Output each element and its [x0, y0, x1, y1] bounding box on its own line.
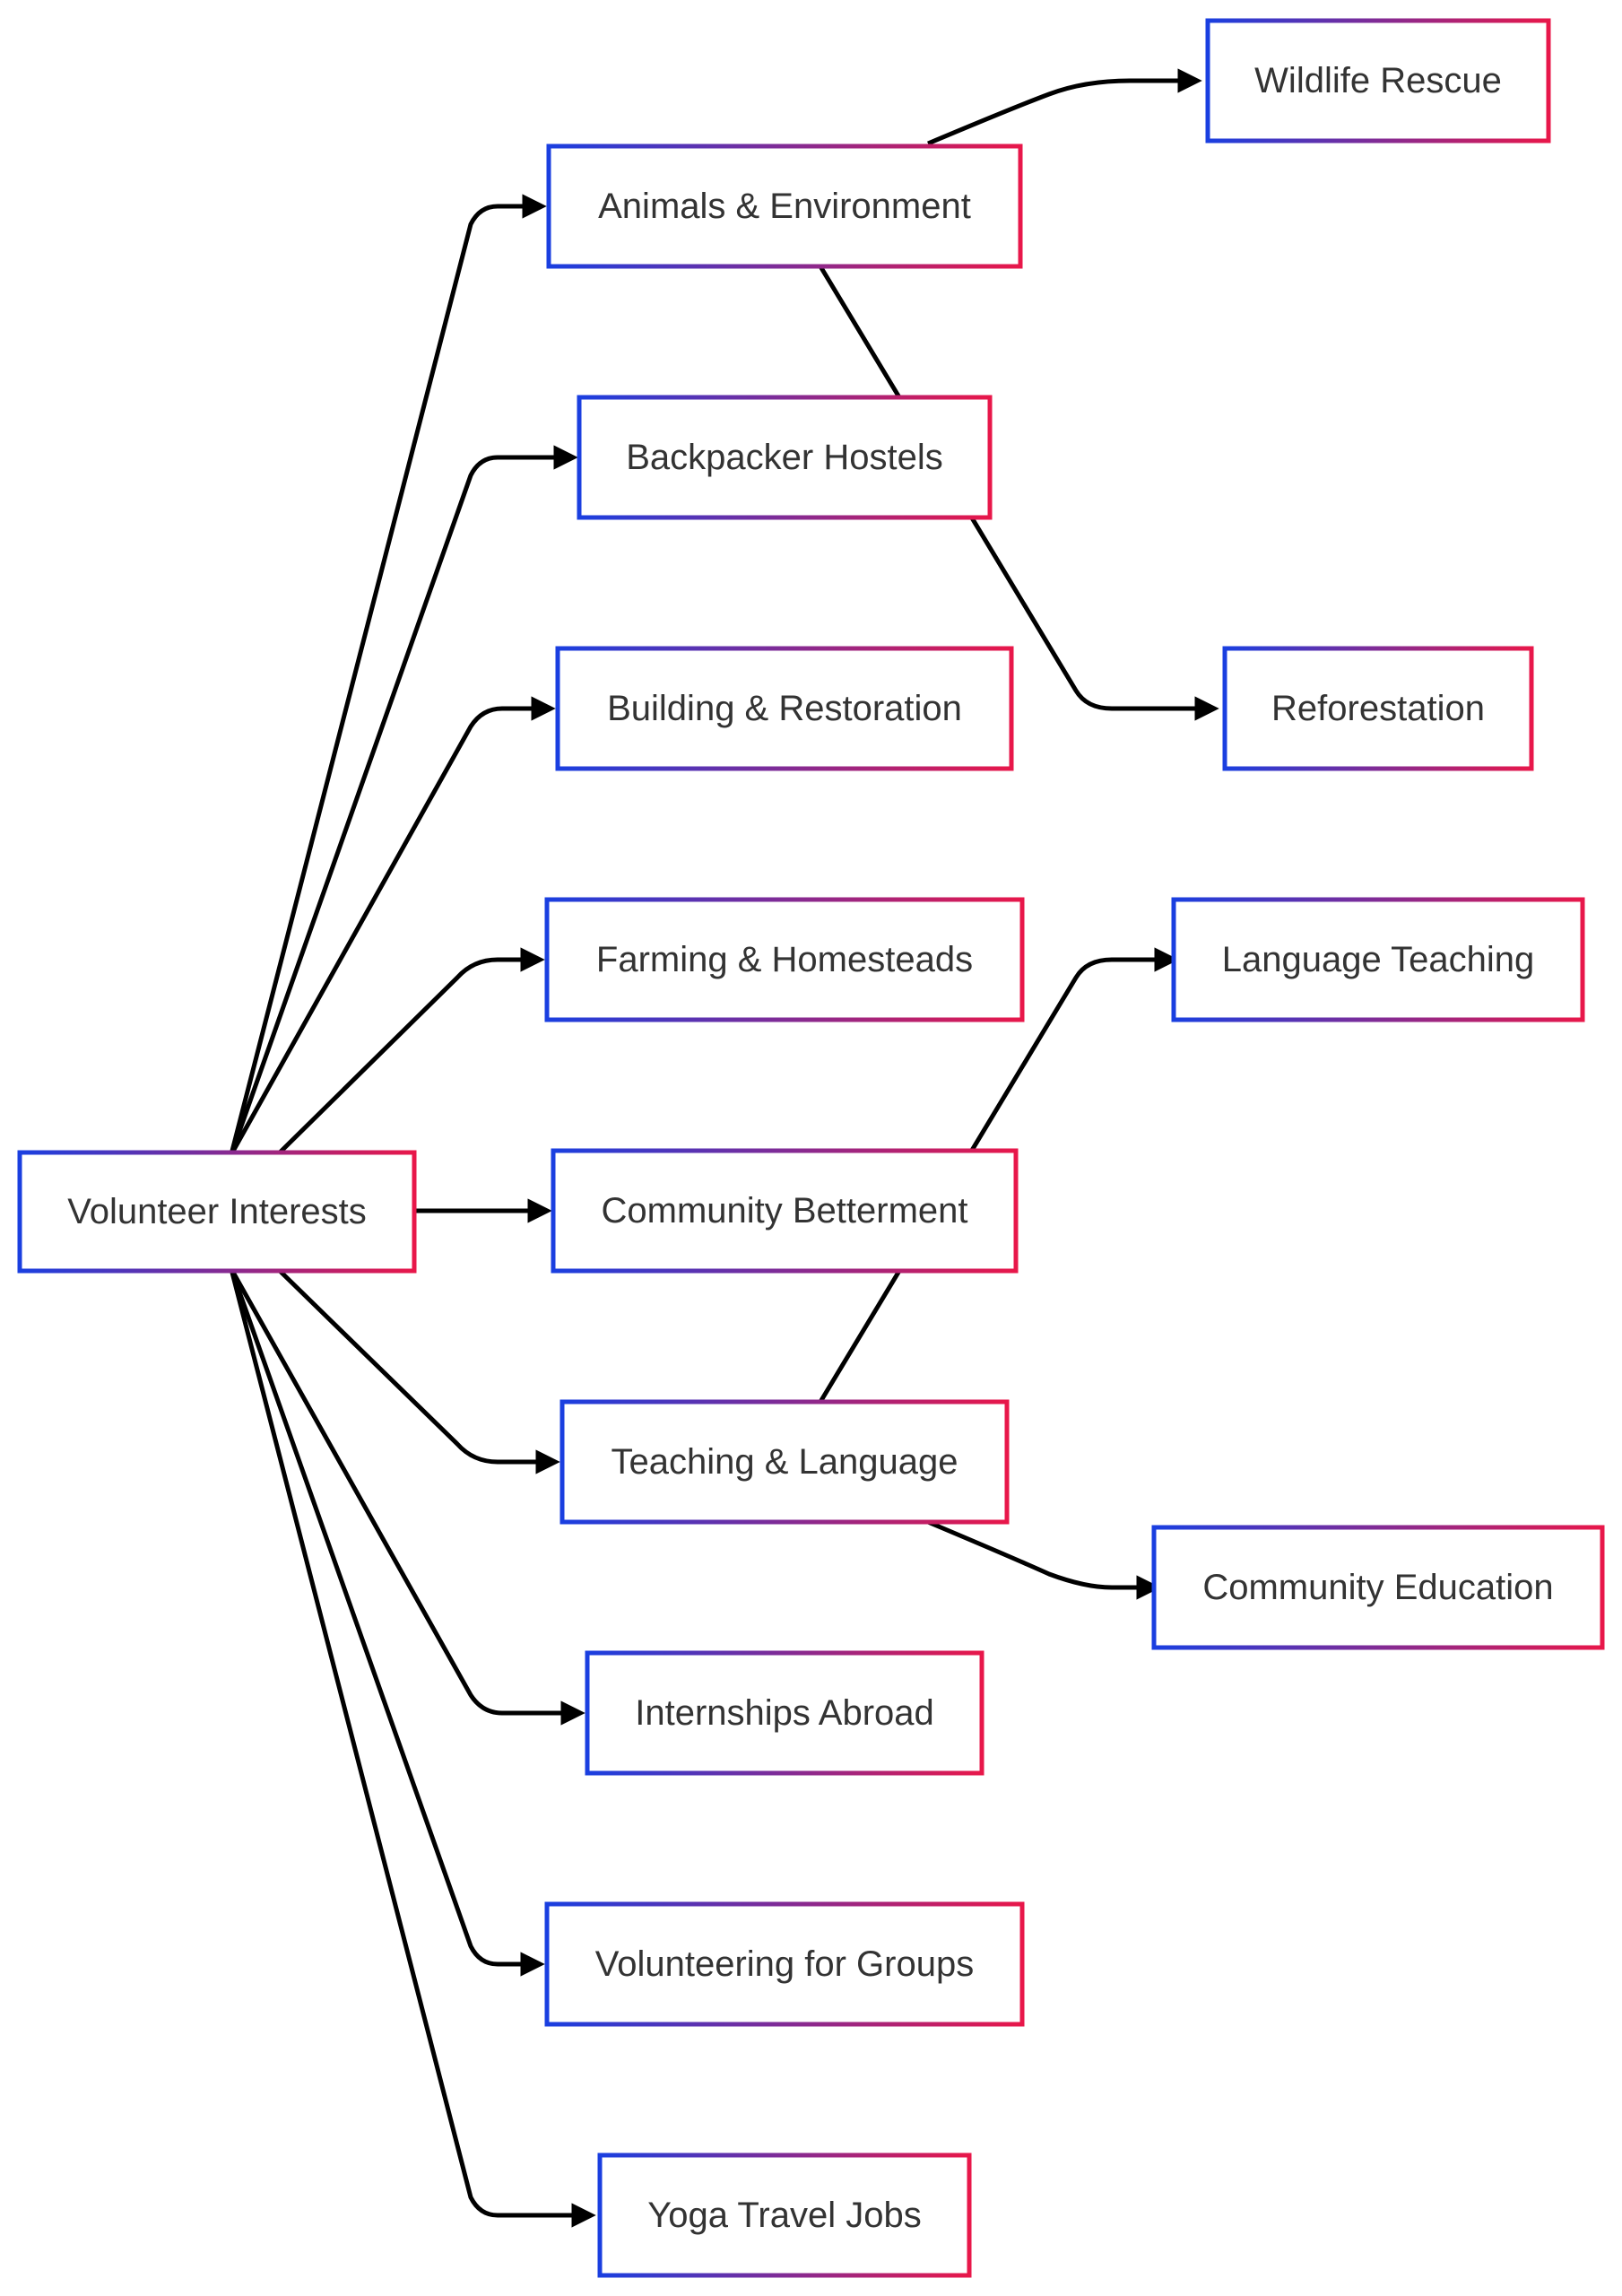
- node-internships-abroad: Internships Abroad: [585, 1650, 984, 1776]
- edge-root-farming: [276, 947, 545, 1156]
- node-label-community-betterment: Community Betterment: [601, 1191, 967, 1231]
- node-label-language-teaching: Language Teaching: [1222, 940, 1534, 979]
- edge-root-hostels: [229, 445, 578, 1155]
- edge-root-animals: [229, 194, 547, 1155]
- node-label-teaching-language: Teaching & Language: [612, 1442, 958, 1482]
- node-label-community-education: Community Education: [1202, 1568, 1553, 1607]
- edge-animals-wildlife: [927, 68, 1202, 146]
- node-label-farming-homesteads: Farming & Homesteads: [596, 940, 973, 979]
- node-label-wildlife-rescue: Wildlife Rescue: [1254, 61, 1502, 100]
- node-label-building-restoration: Building & Restoration: [607, 689, 962, 728]
- node-label-yoga-travel-jobs: Yoga Travel Jobs: [647, 2196, 921, 2235]
- node-label-animals-environment: Animals & Environment: [598, 187, 971, 226]
- node-yoga-travel-jobs: Yoga Travel Jobs: [597, 2152, 972, 2278]
- edge-root-teaching: [276, 1267, 560, 1474]
- node-label-reforestation: Reforestation: [1271, 689, 1485, 728]
- node-volunteer-interests: Volunteer Interests: [17, 1150, 417, 1274]
- edge-teaching-language: [818, 947, 1179, 1404]
- node-backpacker-hostels: Backpacker Hostels: [577, 395, 993, 520]
- node-language-teaching: Language Teaching: [1171, 897, 1585, 1022]
- node-wildlife-rescue: Wildlife Rescue: [1205, 18, 1551, 144]
- node-label-internships-abroad: Internships Abroad: [635, 1693, 934, 1733]
- node-teaching-language: Teaching & Language: [559, 1399, 1010, 1525]
- node-community-betterment: Community Betterment: [551, 1148, 1019, 1274]
- edge-root-internships: [229, 1267, 585, 1726]
- node-animals-environment: Animals & Environment: [546, 144, 1023, 269]
- edge-root-building: [229, 696, 556, 1156]
- edge-animals-reforestation: [818, 265, 1219, 721]
- node-reforestation: Reforestation: [1222, 646, 1534, 771]
- node-building-restoration: Building & Restoration: [555, 646, 1014, 771]
- node-label-backpacker-hostels: Backpacker Hostels: [626, 438, 942, 477]
- node-farming-homesteads: Farming & Homesteads: [544, 897, 1025, 1022]
- edge-root-yoga: [229, 1268, 596, 2228]
- node-volunteering-groups: Volunteering for Groups: [544, 1901, 1025, 2027]
- edge-root-groups: [229, 1268, 545, 1977]
- node-label-volunteer-interests: Volunteer Interests: [67, 1192, 367, 1231]
- edge-teaching-education: [927, 1519, 1161, 1600]
- node-community-education: Community Education: [1151, 1525, 1605, 1650]
- node-label-volunteering-groups: Volunteering for Groups: [595, 1944, 974, 1984]
